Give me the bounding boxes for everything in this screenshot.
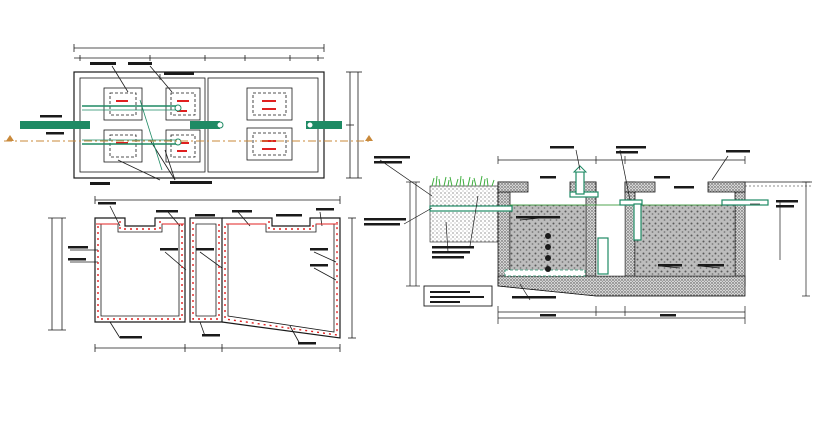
- plan-rebar-marks: [116, 100, 276, 152]
- grass-strip: [431, 175, 495, 187]
- longitudinal-section: [364, 146, 812, 324]
- section-plan-view: [48, 196, 356, 352]
- plan-pipes: [20, 99, 342, 171]
- inlet-drop-icon: [545, 233, 551, 272]
- section-plan-rebar: [96, 221, 338, 336]
- section-pipes: [429, 165, 769, 275]
- axis-marker-icon: [6, 135, 373, 141]
- plan-view: [40, 44, 362, 185]
